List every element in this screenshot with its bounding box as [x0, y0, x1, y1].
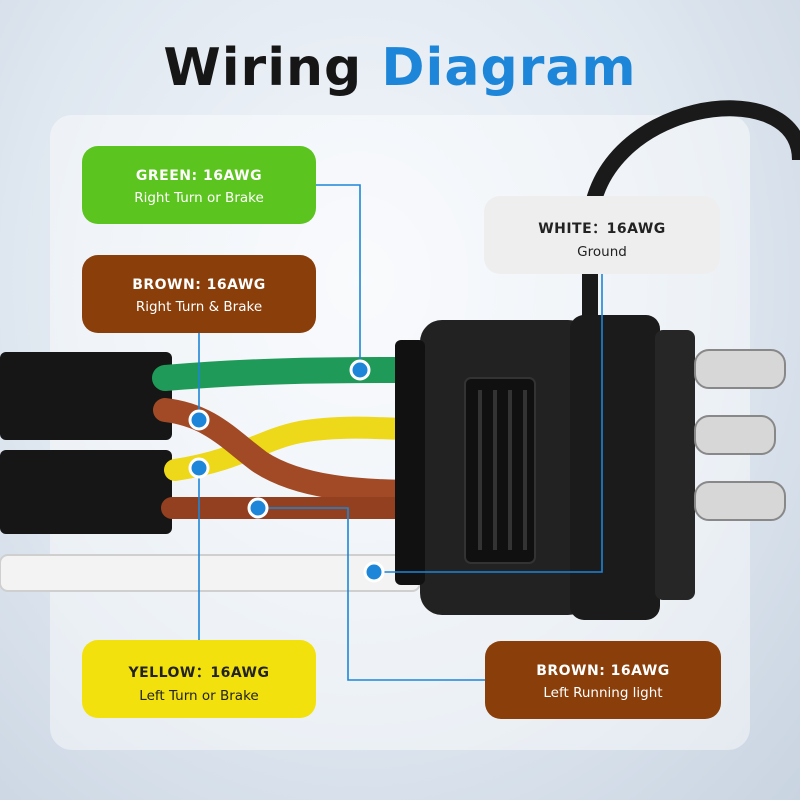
label-brown-upper-desc: Right Turn & Brake — [135, 299, 263, 315]
label-white-wire: WHITE：16AWG Ground — [484, 196, 720, 274]
title-word-diagram: Diagram — [381, 38, 637, 98]
label-brown-lower-desc: Left Running light — [543, 685, 663, 701]
cable-jacket-lower — [0, 450, 172, 534]
dot-green — [349, 359, 371, 381]
connector-ports — [395, 340, 425, 585]
title-word-wiring: Wiring — [163, 38, 363, 98]
diagram-title: Wiring Diagram — [0, 38, 800, 98]
leader-white — [374, 274, 603, 573]
yellow-wire — [164, 416, 431, 481]
metal-pin-middle — [694, 415, 776, 455]
label-white-desc: Ground — [577, 244, 627, 260]
label-yellow-wire: YELLOW：16AWG Left Turn or Brake — [82, 640, 316, 718]
label-green-desc: Right Turn or Brake — [134, 190, 264, 206]
cable-jacket-upper — [0, 352, 172, 440]
white-ground-wire — [0, 554, 421, 592]
dot-brown-lower — [247, 497, 269, 519]
metal-pin-top — [694, 349, 786, 389]
label-brown-lower-name: BROWN: 16AWG — [536, 663, 670, 679]
label-white-name: WHITE：16AWG — [538, 221, 666, 237]
label-brown-wire-lower: BROWN: 16AWG Left Running light — [485, 641, 721, 719]
dot-brown-upper — [188, 409, 210, 431]
connector-grip — [464, 377, 536, 564]
label-yellow-name: YELLOW：16AWG — [128, 665, 270, 681]
green-wire — [152, 357, 433, 391]
leader-brown-lower — [258, 507, 485, 681]
dot-white — [363, 561, 385, 583]
leader-green — [316, 184, 361, 370]
label-yellow-desc: Left Turn or Brake — [139, 688, 259, 704]
label-green-name: GREEN: 16AWG — [135, 168, 263, 184]
dot-yellow — [188, 457, 210, 479]
connector-front — [655, 330, 695, 600]
metal-pin-bottom — [694, 481, 786, 521]
label-brown-upper-name: BROWN: 16AWG — [132, 277, 266, 293]
label-brown-wire-upper: BROWN: 16AWG Right Turn & Brake — [82, 255, 316, 333]
ground-loop-wire — [582, 100, 800, 330]
connector-body — [570, 315, 660, 620]
label-green-wire: GREEN: 16AWG Right Turn or Brake — [82, 146, 316, 224]
